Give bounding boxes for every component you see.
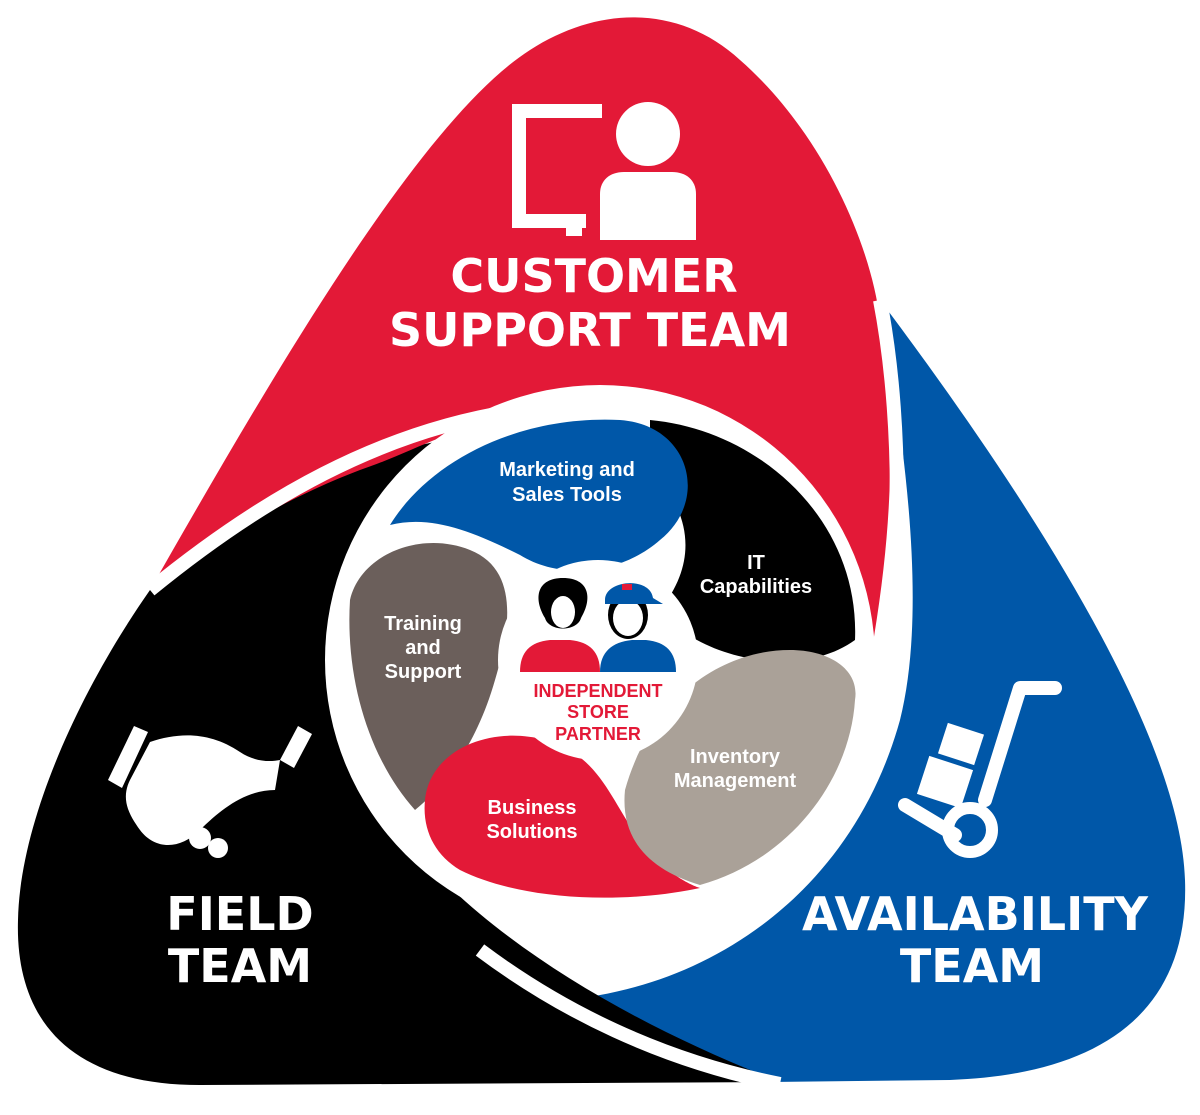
service-inventory-line1: Inventory — [690, 746, 781, 768]
partners-icon — [520, 578, 676, 672]
hand-truck-icon — [898, 681, 1062, 858]
service-inventory-line2: Management — [674, 770, 797, 792]
service-it-line1: IT — [747, 552, 765, 574]
customer-support-title-line2: SUPPORT TEAM — [389, 303, 791, 357]
service-business-line1: Business — [488, 797, 577, 819]
center-label-line2: STORE — [567, 702, 629, 722]
field-title-line1: FIELD — [166, 887, 313, 941]
field-team-lobe — [17, 440, 781, 1085]
availability-title-line2: TEAM — [900, 939, 1044, 993]
service-training-line1: Training — [384, 613, 462, 635]
availability-title-line1: AVAILABILITY — [802, 887, 1149, 941]
center-label-line1: INDEPENDENT — [533, 681, 662, 701]
petal-marketing — [390, 419, 688, 571]
handshake-icon — [108, 726, 312, 858]
service-marketing-line2: Sales Tools — [512, 484, 622, 506]
service-business-line2: Solutions — [486, 821, 577, 843]
petal-training — [349, 543, 508, 810]
service-it-line2: Capabilities — [700, 576, 812, 598]
center-label-line3: PARTNER — [555, 724, 641, 744]
availability-team-lobe — [560, 300, 1186, 1082]
petal-business — [424, 735, 700, 898]
monitor-person-icon — [512, 102, 696, 240]
customer-support-title-line1: CUSTOMER — [450, 249, 737, 303]
service-training-line2: and — [405, 637, 441, 659]
field-title-line2: TEAM — [168, 939, 312, 993]
service-marketing-line1: Marketing and — [499, 459, 635, 481]
petal-it-capabilities — [650, 420, 856, 662]
service-training-line3: Support — [385, 661, 462, 683]
customer-support-lobe — [150, 17, 891, 661]
